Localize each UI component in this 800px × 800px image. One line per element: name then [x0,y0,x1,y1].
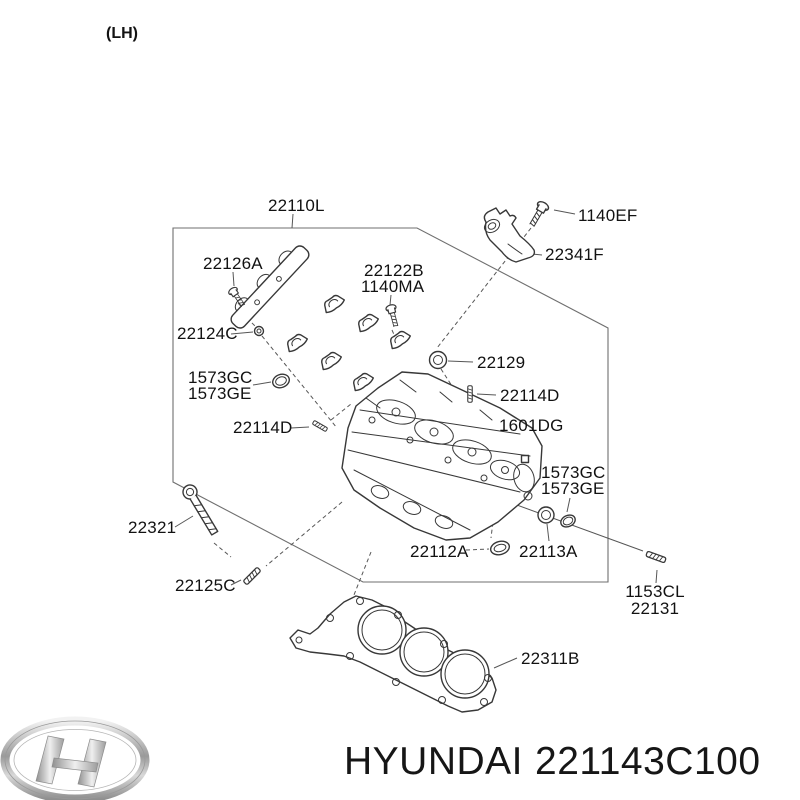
cam-cap-strip [230,245,310,329]
label-22129: 22129 [477,353,525,372]
hyundai-logo-icon [0,716,150,800]
label-22113A: 22113A [519,542,578,561]
head-bolt-22321 [182,484,219,536]
label-22341F: 22341F [545,245,604,264]
seal-22129 [428,350,448,370]
label-1573GC-right: 1573GC [541,463,606,482]
label-22122B: 22122B [364,261,424,280]
bracket-22341F [483,207,536,263]
footer-brand-part-number: HYUNDAI 221143C100 [344,740,761,783]
bolt-1140EF [526,199,551,229]
label-1140EF: 1140EF [578,206,637,225]
bolt-1140MA [384,303,402,328]
label-1573GE-left: 1573GE [188,384,252,403]
label-22124C: 22124C [177,324,238,343]
label-1573GC-left: 1573GC [188,368,253,387]
cap-1573-right [560,514,576,528]
label-1601DG: 1601DG [499,416,564,435]
leader-lines [174,209,658,669]
footer-brand: HYUNDAI [344,740,523,783]
ring-22113A [537,506,555,524]
label-22125C: 22125C [175,576,236,595]
head-gasket-22311B [289,595,497,713]
label-22114D-left: 22114D [233,418,293,437]
label-22126A: 22126A [203,254,263,273]
cap-bolt-22126A [226,285,248,309]
seat-22124C [253,325,265,337]
label-22110L: 22110L [268,196,325,215]
label-1573GE-right: 1573GE [541,479,605,498]
assembly-boundary-box [172,227,609,583]
orientation-label: (LH) [106,25,138,42]
stud-1153CL-22131 [645,550,667,564]
seat-22124C-inner [256,328,262,334]
label-1140MA: 1140MA [361,277,425,296]
cylinder-head-drawing [341,371,543,541]
plug-1601DG [520,454,530,464]
stud-22125C [242,566,262,586]
pin-22114D-right [467,385,473,403]
cap-1573-left [272,373,290,389]
footer-part-number: 221143C100 [535,740,760,783]
label-22321: 22321 [128,518,176,537]
part-labels: 22110L 1140EF 22341F 22126A 22122B 1140M… [128,196,685,668]
pin-22114D-left [311,419,329,433]
label-22131: 22131 [631,599,679,618]
label-22311B: 22311B [521,649,580,668]
label-22112A: 22112A [410,542,469,561]
seal-22112A [489,540,511,556]
label-1153CL: 1153CL [625,582,685,601]
label-22114D-right: 22114D [500,386,560,405]
